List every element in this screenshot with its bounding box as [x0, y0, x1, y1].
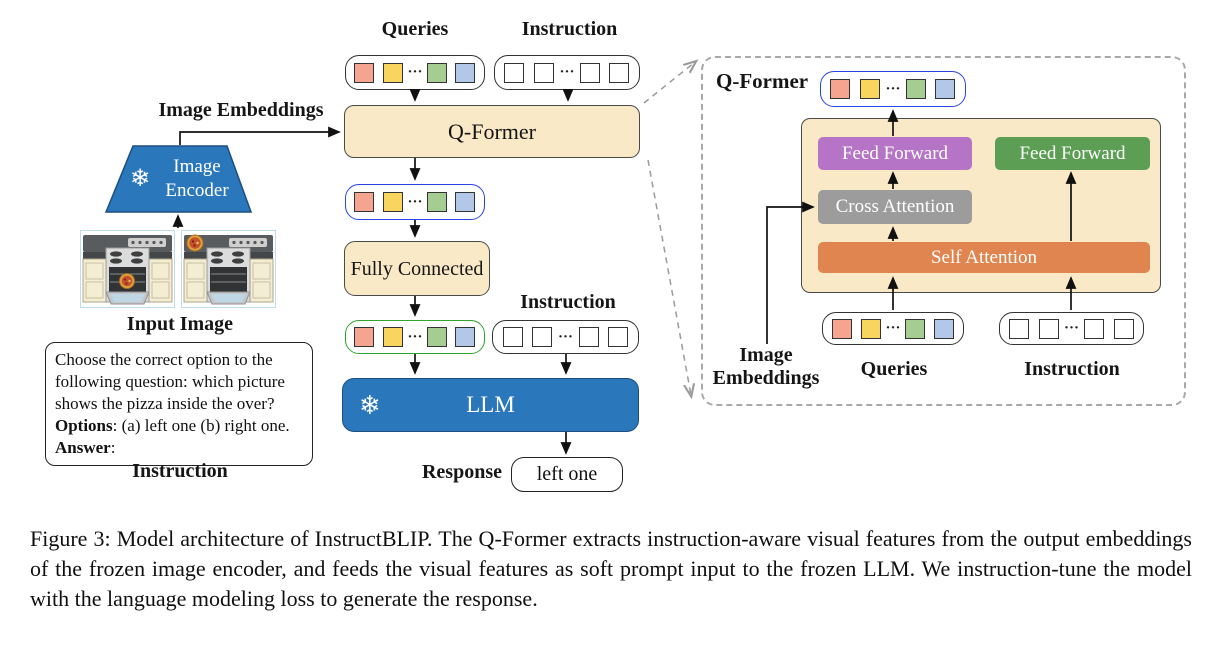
token-ellipsis: ··· — [407, 328, 423, 345]
image-encoder-label: Image Encoder — [165, 156, 229, 201]
token-square — [579, 62, 600, 83]
image-encoder-trapezoid — [104, 145, 253, 213]
token-square — [905, 79, 926, 99]
instruction-tokens-top: ··· — [494, 55, 640, 90]
instruction-tokens-mid: ··· — [492, 320, 639, 354]
feed-forward-left-box: Feed Forward — [818, 137, 972, 170]
token-square — [1084, 318, 1105, 339]
pizza-icon — [119, 273, 135, 289]
arrow-image-embeddings — [179, 126, 341, 145]
token-square — [455, 62, 476, 83]
figure-caption: Figure 3: Model architecture of Instruct… — [30, 526, 1192, 611]
token-square — [533, 62, 554, 83]
token-square — [354, 62, 375, 83]
token-ellipsis: ··· — [559, 64, 575, 80]
instruction-label-left: Instruction — [132, 460, 228, 482]
instruction-question: Choose the correct option to the followi… — [55, 350, 285, 413]
panel-image-embeddings-label: Image Embeddings — [712, 344, 820, 389]
llm-label: LLM — [466, 392, 515, 417]
self-attention-box: Self Attention — [818, 242, 1150, 273]
token-ellipsis: ··· — [885, 320, 901, 336]
token-square — [830, 79, 851, 99]
token-square — [426, 327, 447, 347]
token-square — [502, 327, 523, 347]
queries-label-top: Queries — [381, 18, 449, 40]
qformer-box: Q-Former — [344, 105, 640, 158]
token-square — [382, 62, 403, 83]
token-ellipsis: ··· — [407, 64, 423, 80]
input-image-pizza-on-counter — [181, 230, 276, 308]
snowflake-icon: ❄ — [130, 164, 151, 192]
panel-title: Q-Former — [716, 69, 809, 93]
token-square — [609, 62, 630, 83]
input-image-label: Input Image — [126, 313, 234, 335]
pizza-icon — [186, 234, 204, 252]
token-square — [934, 318, 955, 339]
panel-output-tokens: ··· — [820, 71, 966, 107]
zoom-dashed-line-top — [643, 62, 695, 104]
instruction-answer: Answer: — [55, 437, 116, 457]
panel-instruction-label: Instruction — [1024, 358, 1120, 380]
snowflake-icon: ❄ — [359, 391, 381, 421]
token-square — [426, 192, 447, 212]
token-square — [608, 327, 629, 347]
instruction-options: Options: (a) left one (b) right one. — [55, 415, 290, 435]
image-encoder-box: ❄ Image Encoder — [104, 145, 253, 213]
query-output-tokens: ··· — [345, 184, 485, 220]
token-square — [426, 62, 447, 83]
response-box: left one — [511, 457, 623, 492]
token-square — [455, 192, 476, 212]
token-square — [455, 327, 476, 347]
response-label: Response — [421, 461, 502, 483]
panel-instruction-tokens: ··· — [999, 312, 1144, 345]
token-square — [860, 318, 881, 339]
query-tokens-top: ··· — [345, 55, 485, 90]
zoom-dashed-line-bottom — [647, 159, 691, 395]
token-square — [504, 62, 525, 83]
instruction-label-mid: Instruction — [520, 291, 616, 313]
token-square — [905, 318, 926, 339]
token-square — [1113, 318, 1134, 339]
token-square — [578, 327, 599, 347]
token-square — [935, 79, 956, 99]
image-embeddings-label: Image Embeddings — [158, 99, 324, 121]
token-square — [1009, 318, 1030, 339]
token-square — [354, 192, 375, 212]
token-square — [354, 327, 375, 347]
fully-connected-box: Fully Connected — [344, 241, 490, 296]
input-image-pizza-in-oven — [80, 230, 175, 308]
token-square — [831, 318, 852, 339]
token-square — [382, 192, 403, 212]
panel-query-tokens: ··· — [822, 312, 964, 345]
token-square — [859, 79, 880, 99]
feed-forward-right-box: Feed Forward — [995, 137, 1150, 170]
token-square — [1038, 318, 1059, 339]
token-ellipsis: ··· — [885, 80, 901, 97]
visual-prompt-tokens: ··· — [345, 320, 485, 354]
token-square — [532, 327, 553, 347]
instruction-label-top: Instruction — [521, 18, 618, 40]
cross-attention-box: Cross Attention — [818, 190, 972, 224]
panel-queries-label: Queries — [860, 358, 928, 380]
llm-box: ❄ LLM — [342, 378, 639, 432]
token-square — [382, 327, 403, 347]
token-ellipsis: ··· — [407, 193, 423, 210]
instruction-text-box: Choose the correct option to the followi… — [45, 342, 313, 466]
token-ellipsis: ··· — [1063, 320, 1079, 336]
token-ellipsis: ··· — [557, 328, 573, 345]
